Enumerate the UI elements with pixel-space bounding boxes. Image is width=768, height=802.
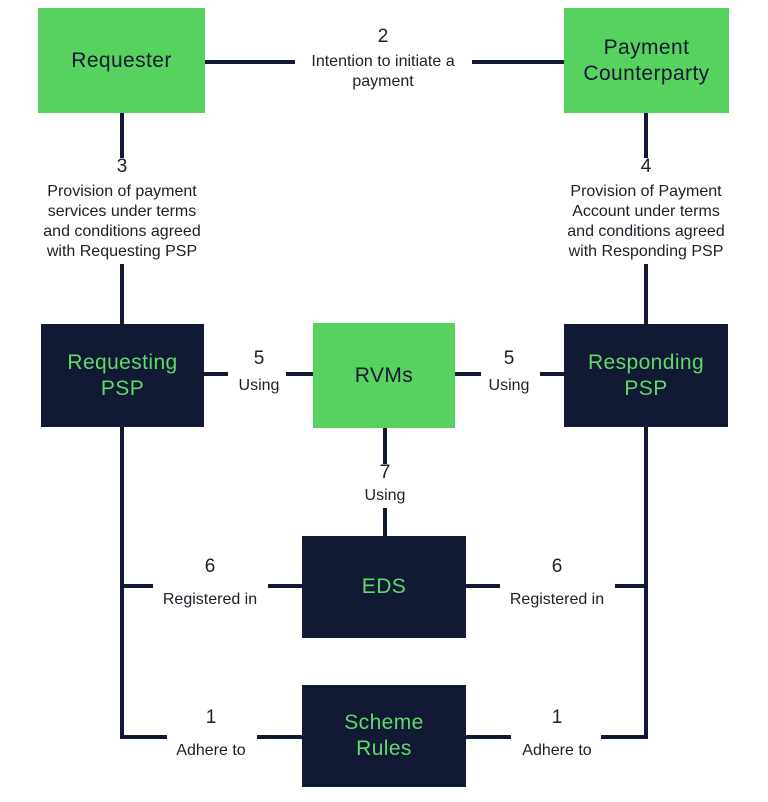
connector-registered-left-b	[268, 584, 302, 588]
edge-number-intention: 2	[377, 26, 389, 47]
connector-adhere-right-b	[466, 735, 511, 739]
node-responding-psp-label: Responding PSP	[587, 350, 705, 400]
edge-text-registered-right: Registered in	[509, 591, 605, 608]
edge-text-provision-account: Provision of Payment Account under terms…	[567, 183, 725, 260]
edge-number-using-left: 5	[253, 348, 265, 369]
connector-intention-right	[472, 60, 564, 64]
connector-requester-down-2	[120, 264, 124, 324]
edge-text-using-right: Using	[488, 377, 530, 394]
edge-number-using-right: 5	[503, 348, 515, 369]
connector-adhere-left-elbow	[120, 735, 167, 739]
node-requesting-psp-label: Requesting PSP	[67, 350, 178, 400]
edge-number-registered-left: 6	[204, 556, 216, 577]
edge-number-provision-account: 4	[640, 156, 652, 177]
connector-registered-right-a	[466, 584, 500, 588]
edge-text-using-left: Using	[238, 377, 280, 394]
edge-label-provision-services: 3 Provision of payment services under te…	[22, 156, 222, 262]
connector-right-trunk	[644, 427, 648, 739]
node-scheme-rules-label: Scheme Rules	[344, 711, 424, 760]
connector-using-right-b	[540, 372, 564, 376]
node-rvms-label: RVMs	[354, 363, 414, 387]
edge-text-adhere-left: Adhere to	[176, 742, 246, 759]
connector-counterparty-down-1	[644, 113, 648, 158]
connector-rvms-down-2	[383, 508, 387, 536]
connector-adhere-left-b	[257, 735, 302, 739]
node-scheme-rules: Scheme Rules	[302, 685, 466, 787]
node-requester: Requester	[38, 8, 205, 113]
edge-number-adhere-left: 1	[205, 707, 217, 728]
edge-text-using-eds: Using	[364, 487, 406, 504]
edge-label-using-right: 5 Using	[459, 348, 559, 396]
node-eds: EDS	[302, 536, 466, 638]
edge-label-adhere-right: 1 Adhere to	[477, 707, 637, 761]
connector-left-trunk	[120, 427, 124, 739]
connector-using-left-b	[286, 372, 313, 376]
node-payment-counterparty-label: Payment Counterparty	[583, 35, 710, 85]
edge-label-using-left: 5 Using	[209, 348, 309, 396]
node-requesting-psp: Requesting PSP	[41, 324, 204, 427]
edge-label-provision-account: 4 Provision of Payment Account under ter…	[546, 156, 746, 262]
edge-label-using-eds: 7 Using	[335, 462, 435, 506]
edge-text-registered-left: Registered in	[162, 591, 258, 608]
edge-text-intention: Intention to initiate a payment	[311, 53, 455, 90]
connector-counterparty-down-2	[644, 264, 648, 324]
node-eds-label: EDS	[361, 575, 407, 598]
edge-number-adhere-right: 1	[551, 707, 563, 728]
edge-label-intention: 2 Intention to initiate a payment	[283, 26, 483, 92]
edge-text-provision-services: Provision of payment services under term…	[43, 183, 201, 260]
edge-text-adhere-right: Adhere to	[522, 742, 592, 759]
connector-using-right-a	[455, 372, 481, 376]
connector-requester-down-1	[120, 113, 124, 158]
connector-using-left-a	[204, 372, 228, 376]
connector-registered-right-b	[615, 584, 646, 588]
connector-registered-left-a	[122, 584, 153, 588]
node-rvms: RVMs	[313, 323, 455, 428]
edge-label-registered-left: 6 Registered in	[130, 556, 290, 610]
edge-label-adhere-left: 1 Adhere to	[131, 707, 291, 761]
node-requester-label: Requester	[71, 48, 172, 72]
node-responding-psp: Responding PSP	[564, 324, 728, 427]
connector-adhere-right-elbow	[601, 735, 648, 739]
connector-rvms-down-1	[383, 428, 387, 464]
connector-intention-left	[205, 60, 295, 64]
edge-number-using-eds: 7	[379, 462, 391, 483]
edge-label-registered-right: 6 Registered in	[477, 556, 637, 610]
edge-number-provision-services: 3	[116, 156, 128, 177]
edge-number-registered-right: 6	[551, 556, 563, 577]
node-payment-counterparty: Payment Counterparty	[564, 8, 729, 113]
